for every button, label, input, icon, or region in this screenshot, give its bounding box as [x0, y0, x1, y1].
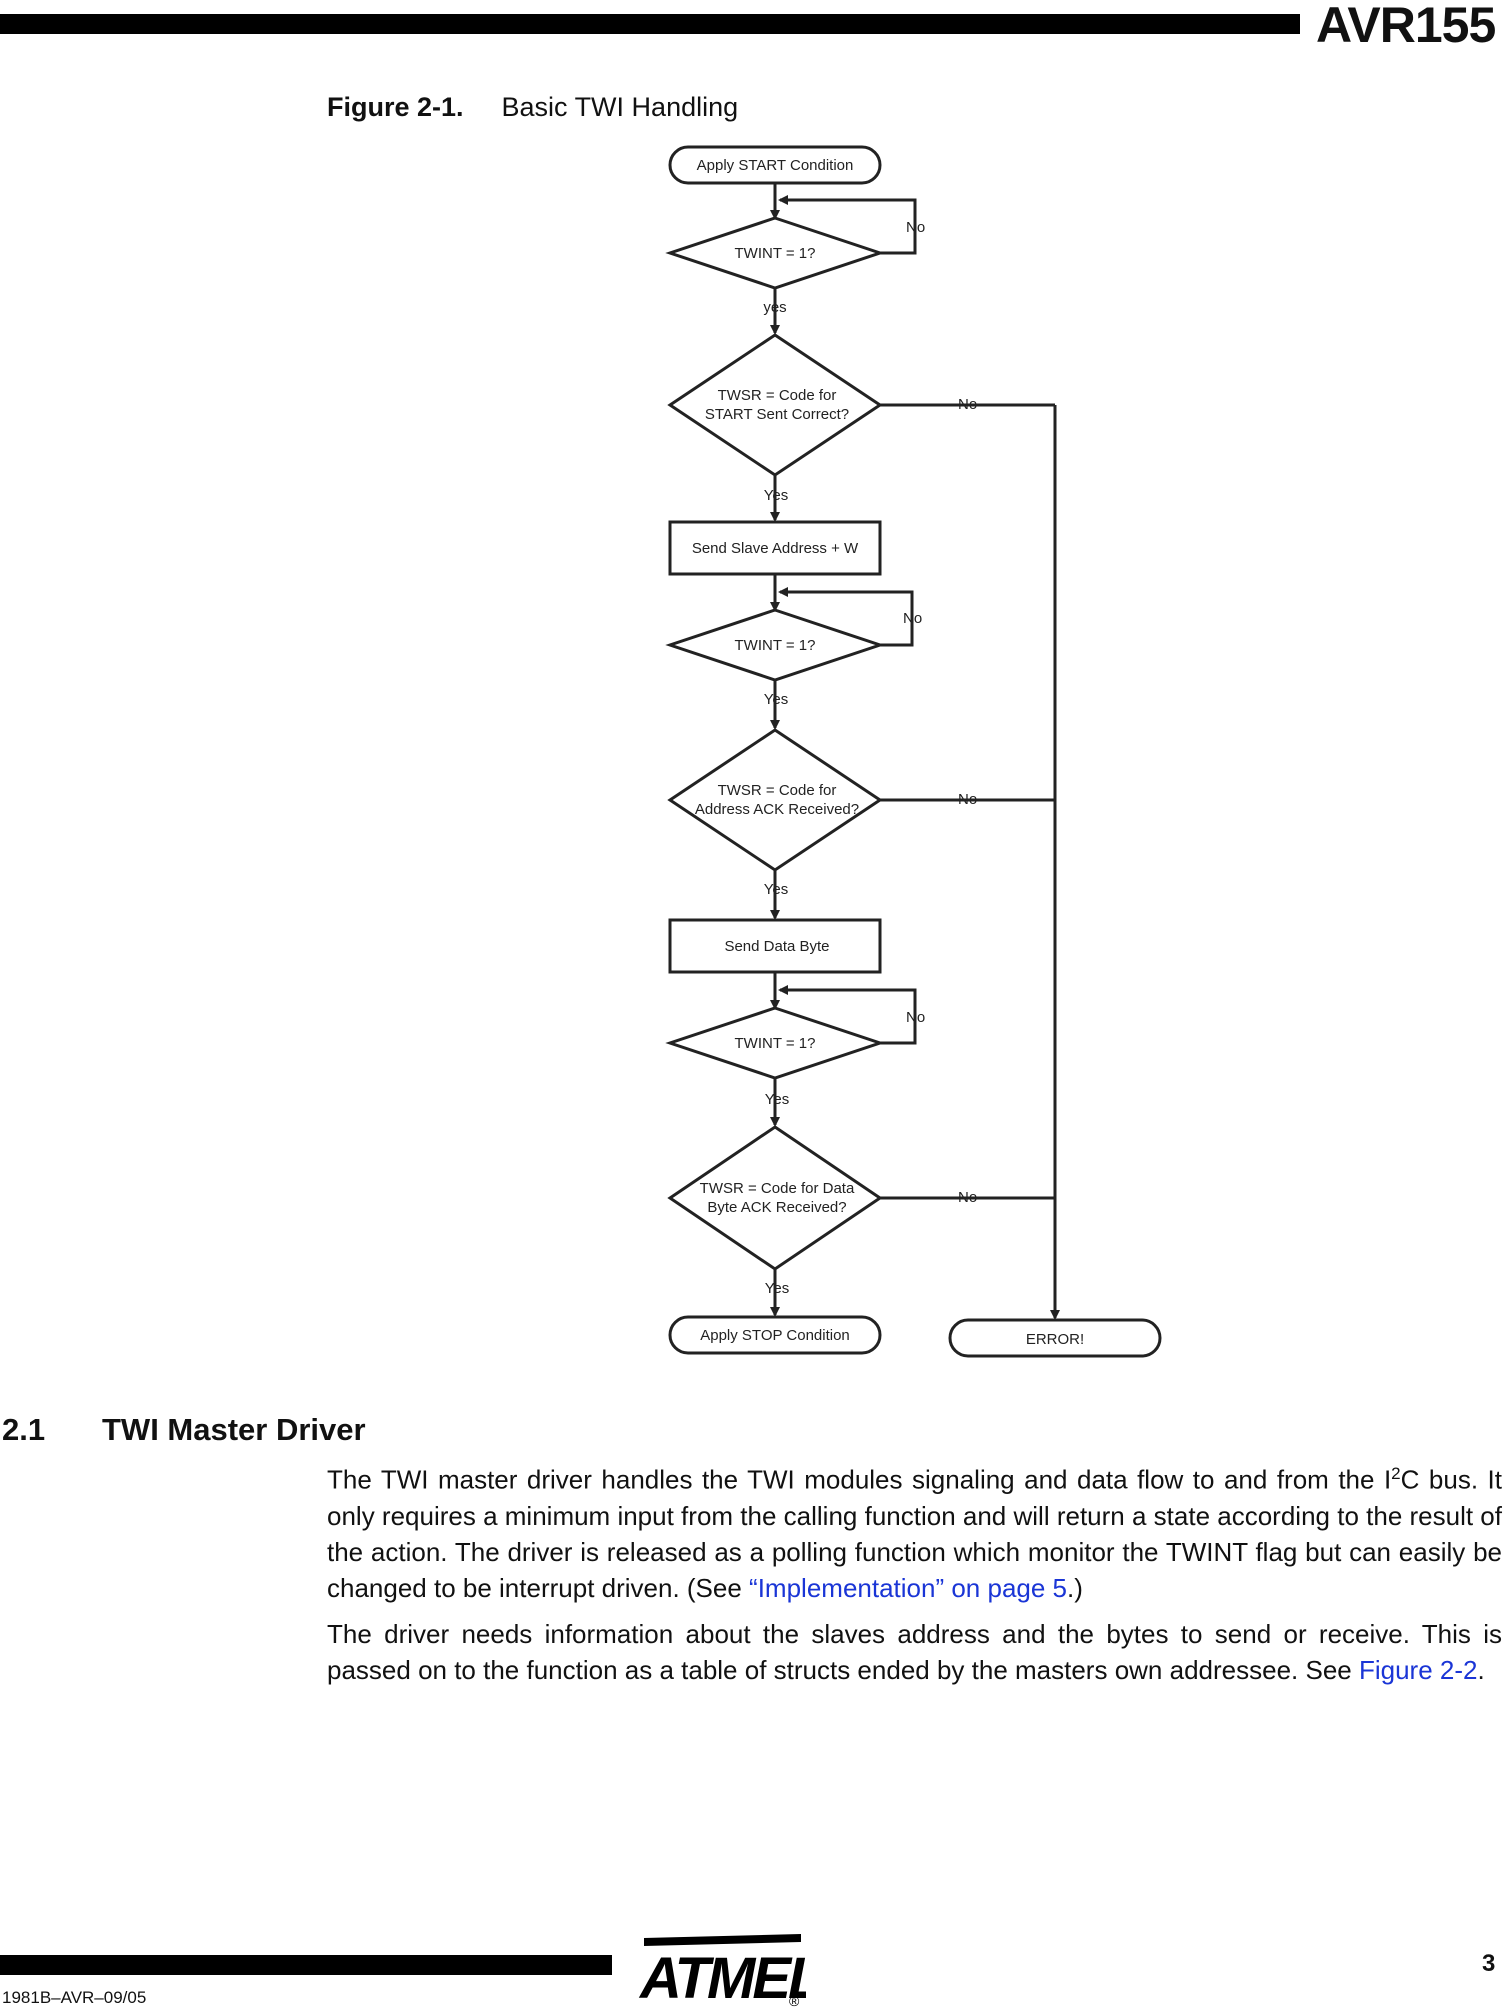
check-start-label-2: START Sent Correct? [705, 406, 849, 423]
paragraph-1-text-b: C bus. It only requires a minimum input … [327, 1464, 1502, 1603]
stop-terminator [668, 1315, 882, 1355]
page-number: 3 [1482, 1950, 1496, 1977]
section-number: 2.1 [2, 1412, 46, 1447]
yes-label: yes [763, 299, 786, 316]
no-label: No [958, 396, 977, 413]
twint-label-2: TWINT = 1? [735, 637, 816, 654]
figure-caption: Figure 2-1. Basic TWI Handling [327, 92, 738, 123]
paragraph-2-end: . [1477, 1655, 1485, 1685]
yes-label: Yes [765, 1091, 789, 1108]
document-code: 1981B–AVR–09/05 [2, 1988, 147, 2007]
twi-flowchart: Apply START Condition TWINT = 1? No yes … [665, 145, 1162, 1358]
paragraph-2-text: The driver needs information about the s… [327, 1619, 1502, 1685]
paragraph-1: The TWI master driver handles the TWI mo… [327, 1456, 1502, 1606]
error-label: ERROR! [1026, 1331, 1084, 1348]
paragraph-1-text-a: The TWI master driver handles the TWI mo… [327, 1464, 1392, 1495]
registered-mark: ® [789, 1993, 800, 2008]
yes-label: Yes [765, 1280, 789, 1297]
figure-2-2-link[interactable]: Figure 2-2 [1358, 1655, 1478, 1685]
superscript-2: 2 [1391, 1464, 1401, 1483]
yes-label: Yes [764, 691, 788, 708]
header-rule [0, 14, 1300, 34]
footer-rule [0, 1955, 612, 1975]
logo-wordmark: ATMEL [638, 1946, 806, 2008]
implementation-link[interactable]: “Implementation” on page 5 [749, 1572, 1068, 1603]
no-label: No [906, 219, 925, 236]
check-address-label-2: Address ACK Received? [695, 801, 859, 818]
check-address-label-1: TWSR = Code for [718, 782, 837, 799]
yes-label: Yes [764, 881, 788, 898]
atmel-logo: ATMEL ® [638, 1934, 806, 2008]
yes-label: Yes [764, 487, 788, 504]
check-data-decision [667, 1125, 883, 1271]
send-address-label: Send Slave Address + W [692, 540, 859, 557]
twint-label-3: TWINT = 1? [735, 1035, 816, 1052]
stop-label: Apply STOP Condition [700, 1327, 850, 1344]
paragraph-2: The driver needs information about the s… [327, 1616, 1502, 1688]
send-data-label: Send Data Byte [724, 938, 829, 955]
section-title: TWI Master Driver [102, 1412, 366, 1447]
paragraph-1-end: .) [1067, 1572, 1083, 1603]
start-label: Apply START Condition [697, 157, 854, 174]
error-terminator [948, 1318, 1162, 1358]
check-start-label-1: TWSR = Code for [718, 387, 837, 404]
check-start-decision [667, 333, 883, 477]
no-label: No [906, 1009, 925, 1026]
check-data-label-2: Byte ACK Received? [707, 1199, 846, 1216]
no-label: No [958, 791, 977, 808]
document-id: AVR155 [1316, 0, 1496, 53]
check-data-label-1: TWSR = Code for Data [700, 1180, 855, 1197]
no-label: No [958, 1189, 977, 1206]
figure-number: Figure 2-1. [327, 92, 464, 122]
twint-label-1: TWINT = 1? [735, 245, 816, 262]
no-label: No [903, 610, 922, 627]
figure-title: Basic TWI Handling [501, 92, 739, 122]
check-address-decision [667, 728, 883, 872]
